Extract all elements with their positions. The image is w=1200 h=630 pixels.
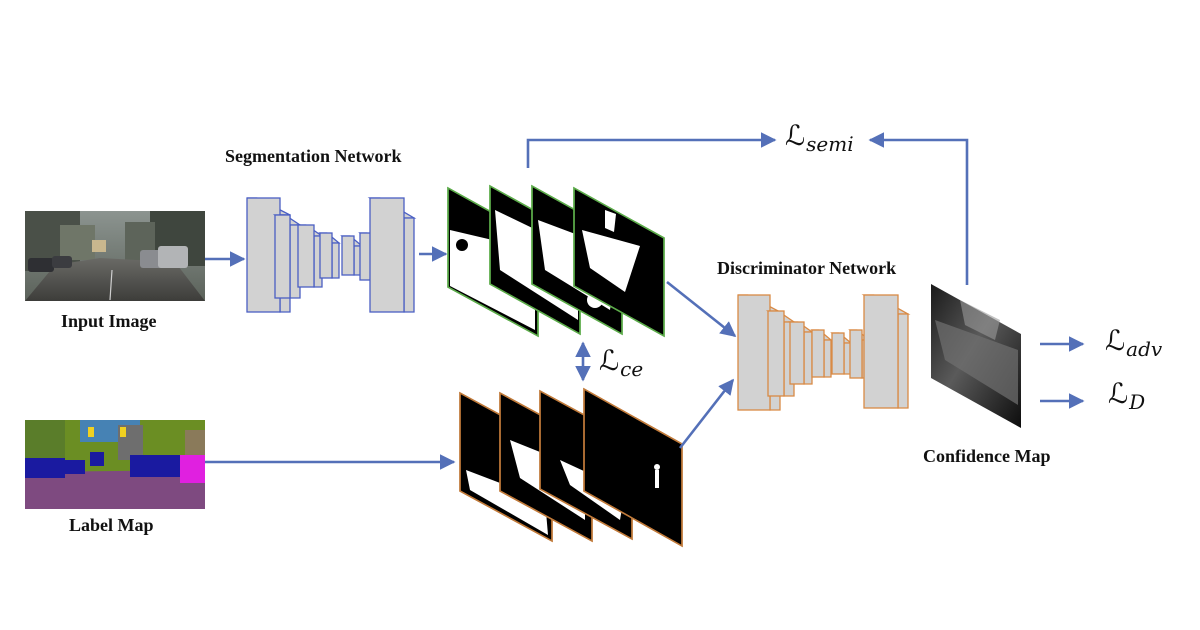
semi-loss-symbol: ℒ: [785, 119, 806, 152]
semi-loss-subscript: semi: [806, 132, 854, 156]
ground-truth-maps: [459, 387, 683, 548]
discriminator-network: [737, 294, 911, 411]
discriminator-loss: ℒD: [1108, 377, 1145, 413]
connection-arrows: [205, 132, 1085, 470]
segmentation-network: [246, 197, 417, 313]
adversarial-loss: ℒadv: [1105, 324, 1162, 360]
confidence-map: [931, 284, 1021, 428]
arrow-groundtruth-to-discriminator: [678, 378, 735, 449]
input-image: [25, 211, 205, 301]
segmentation-network-label: Segmentation Network: [225, 146, 402, 166]
arrow-predictions-to-semi: [526, 132, 777, 168]
adv-loss-symbol: ℒ: [1105, 324, 1126, 357]
arrow-confidence-to-semi: [868, 132, 969, 285]
label-map-label: Label Map: [69, 515, 154, 535]
d-loss-subscript: D: [1129, 390, 1146, 414]
ce-loss-symbol: ℒ: [599, 344, 620, 377]
label-map: [25, 420, 205, 509]
discriminator-network-label: Discriminator Network: [717, 258, 897, 278]
adv-loss-subscript: adv: [1126, 337, 1163, 361]
d-loss-symbol: ℒ: [1108, 377, 1129, 410]
semi-supervised-loss: ℒsemi: [785, 119, 854, 155]
input-image-label: Input Image: [61, 311, 157, 331]
confidence-map-label: Confidence Map: [923, 446, 1051, 466]
arrow-predictions-to-discriminator: [666, 280, 737, 338]
segmentation-predictions: [447, 184, 665, 338]
ce-loss-subscript: ce: [620, 357, 644, 381]
cross-entropy-loss: ℒce: [599, 344, 643, 380]
